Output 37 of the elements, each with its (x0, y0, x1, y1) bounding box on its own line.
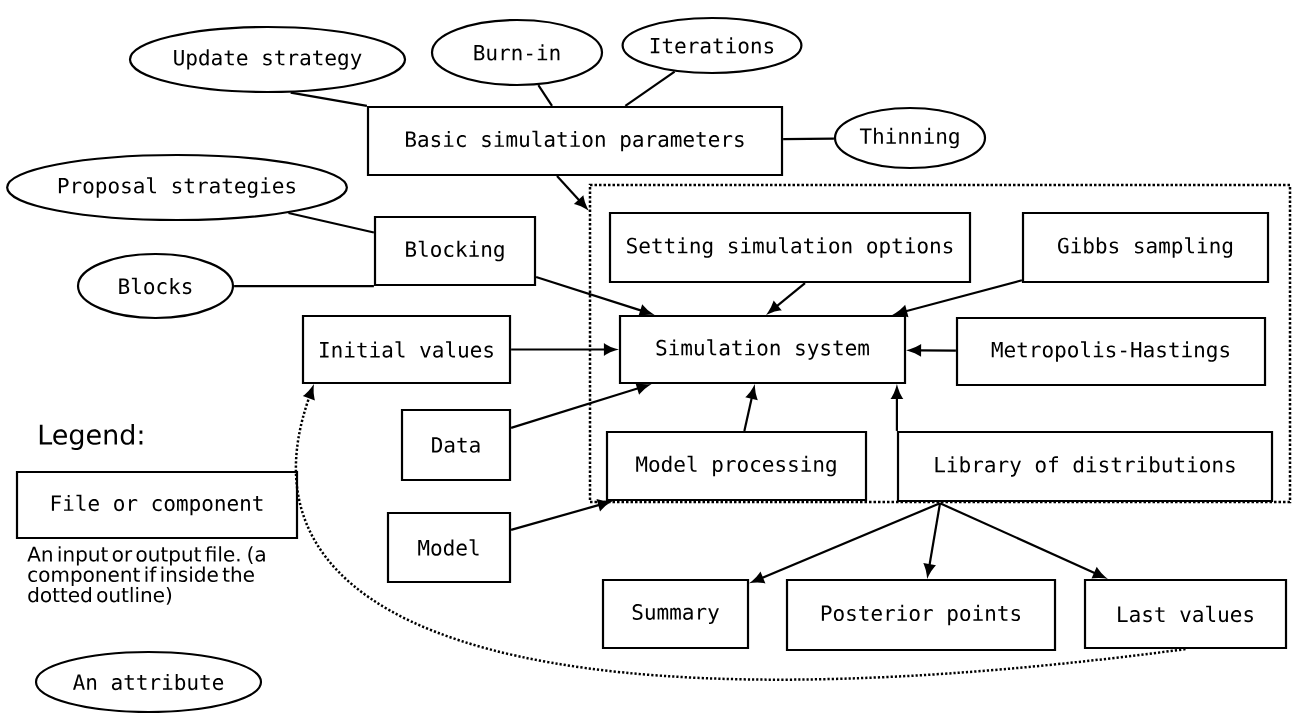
connector-line (624, 70, 676, 107)
component-box: Model (386, 511, 512, 584)
component-box: Last values (1083, 578, 1288, 650)
arrow (556, 175, 588, 209)
component-box: Model processing (605, 430, 868, 502)
arrow (295, 387, 1186, 681)
arrow (511, 343, 617, 356)
connector-line (234, 284, 374, 288)
arrow (924, 503, 942, 577)
arrow (510, 499, 610, 531)
arrow (768, 282, 806, 314)
arrow (908, 344, 956, 356)
arrow (743, 386, 758, 432)
component-box: Summary (601, 578, 750, 650)
arrow (895, 279, 1023, 317)
component-box: Metropolis-Hastings (955, 316, 1267, 387)
component-box: Data (400, 408, 512, 482)
connector-line (290, 91, 368, 107)
component-box: Blocking (373, 215, 537, 287)
component-box: Initial values (301, 314, 512, 385)
component-box: Basic simulation parameters (366, 105, 784, 177)
dotted-outline (588, 183, 1292, 504)
component-box: Library of distributions (896, 430, 1274, 503)
arrow (751, 502, 941, 584)
arrow (535, 275, 652, 316)
arrow (891, 386, 903, 431)
connector-line (537, 84, 553, 107)
connector-line (783, 137, 834, 141)
component-box: Gibbs sampling (1021, 211, 1270, 284)
component-box: Simulation system (618, 314, 907, 385)
component-box: Posterior points (785, 578, 1057, 652)
component-box: Setting simulation options (608, 211, 972, 284)
legend-description: An input or output file. (a component if inside the dotted outline) (27, 546, 265, 605)
arrow (510, 382, 649, 429)
component-box: File or component (15, 470, 299, 540)
connector-line (288, 211, 375, 234)
arrow (939, 502, 1106, 579)
